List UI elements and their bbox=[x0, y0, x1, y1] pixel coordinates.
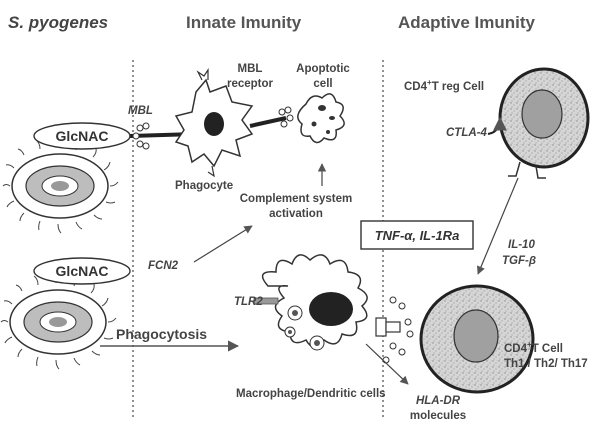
treg-label: CD4+T reg Cell bbox=[404, 78, 484, 93]
treg-to-tcell-arrow bbox=[477, 177, 519, 275]
bacterium-bottom bbox=[0, 272, 117, 370]
tcell-label: CD4+T Cell bbox=[504, 340, 563, 355]
hladr-label-2: molecules bbox=[410, 410, 466, 422]
apoptotic-label-2: cell bbox=[313, 78, 332, 90]
cytokines-box bbox=[360, 220, 474, 250]
tgfb-label: TGF-β bbox=[502, 255, 536, 267]
innate-immunity-header: Innate Imunity bbox=[186, 13, 302, 32]
t-cell bbox=[419, 284, 535, 394]
fcn2-label: FCN2 bbox=[148, 260, 179, 272]
phagocytosis-label: Phagocytosis bbox=[116, 326, 207, 342]
glcnac-label-top: GlcNAC bbox=[56, 128, 109, 144]
mbl-receptor-label-1: MBL bbox=[238, 63, 263, 75]
phagocyte-label: Phagocyte bbox=[175, 180, 233, 192]
apoptotic-cell bbox=[297, 93, 345, 144]
immune-synapse bbox=[375, 296, 414, 364]
fcn2-arrow bbox=[193, 225, 253, 263]
adaptive-immunity-header: Adaptive Imunity bbox=[398, 13, 536, 32]
apoptotic-label-1: Apoptotic bbox=[296, 63, 350, 75]
glcnac-label-bottom: GlcNAC bbox=[56, 263, 109, 279]
complement-label-1: Complement system bbox=[240, 193, 352, 205]
macrophage-cell bbox=[253, 254, 368, 351]
mbl-label: MBL bbox=[128, 105, 153, 117]
hladr-arrow bbox=[365, 343, 409, 385]
organism-header: S. pyogenes bbox=[8, 13, 108, 32]
treg-cell bbox=[498, 67, 590, 179]
tlr2-label: TLR2 bbox=[234, 296, 263, 308]
hladr-label-1: HLA-DR bbox=[416, 395, 461, 407]
cytokines-label: TNF-α, IL-1Ra bbox=[375, 228, 460, 243]
phagocyte-cell bbox=[174, 68, 254, 178]
bacterium-top bbox=[2, 136, 119, 234]
il10-label: IL-10 bbox=[508, 239, 535, 251]
ctla4-label: CTLA-4 bbox=[446, 127, 487, 139]
mbl-receptor-connector bbox=[249, 106, 294, 128]
glcnac-pill-bottom bbox=[33, 257, 131, 285]
complement-label-2: activation bbox=[269, 208, 323, 220]
ctla4-arrow bbox=[487, 116, 507, 135]
th-subsets-label: Th1 / Th2/ Th17 bbox=[504, 358, 588, 370]
macrophage-label: Macrophage/Dendritic cells bbox=[236, 388, 386, 400]
mbl-receptor-label-2: receptor bbox=[227, 78, 274, 90]
